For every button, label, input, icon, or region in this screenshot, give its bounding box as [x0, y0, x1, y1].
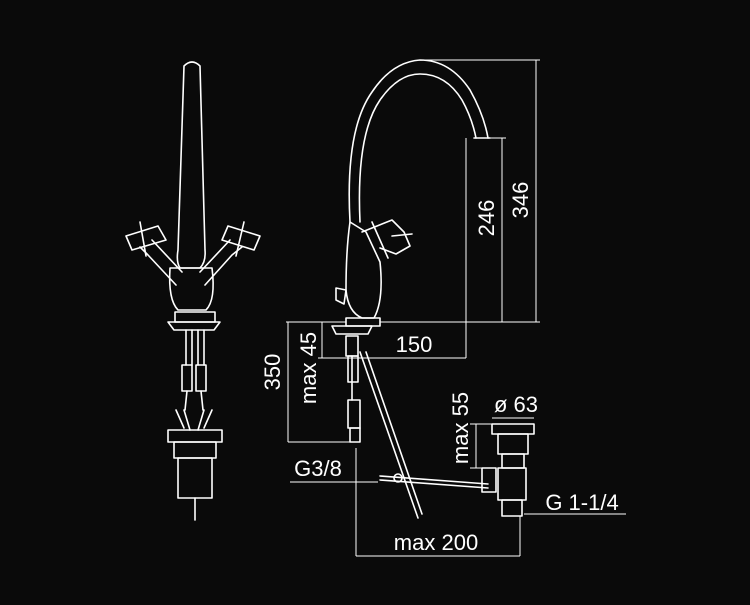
- front-hoses: [185, 329, 205, 366]
- side-gooseneck-outer: [348, 59, 489, 223]
- front-base: [174, 311, 216, 323]
- label-inlet-thread: G3/8: [294, 456, 342, 481]
- front-flange: [167, 321, 221, 331]
- side-rod-pivot: [393, 473, 403, 483]
- side-pop-up-lever: [335, 287, 347, 305]
- label-max-thickness: max 45: [296, 332, 321, 404]
- dimension-lines: [286, 59, 626, 557]
- side-inlet-fitting: [347, 399, 361, 429]
- side-base: [345, 317, 381, 327]
- side-view: [331, 59, 535, 519]
- front-waste-linkage: [175, 409, 213, 431]
- front-waste-body: [177, 457, 213, 499]
- label-spout-height: 246: [474, 200, 499, 237]
- front-waste-neck: [173, 441, 217, 459]
- side-handle: [361, 219, 413, 259]
- label-waste-thread: G 1-1/4: [545, 490, 618, 515]
- front-view: [125, 61, 261, 521]
- label-overall-below: 350: [260, 354, 285, 391]
- front-left-handle: [125, 221, 167, 257]
- side-inlet-thread: [349, 427, 361, 443]
- side-flange: [331, 325, 373, 335]
- front-spout-column: [176, 61, 206, 269]
- dimension-labels: 346 246 150 max 45 350 G3/8 max 55 ø 63 …: [260, 182, 619, 555]
- label-waste-diameter: ø 63: [494, 392, 538, 417]
- side-waste-neck: [497, 433, 529, 455]
- front-right-arm: [199, 239, 243, 286]
- label-spout-reach: 150: [396, 332, 433, 357]
- front-hose-lower: [184, 390, 204, 411]
- side-waste-cap: [491, 423, 535, 435]
- front-hose-fitting-right: [195, 364, 207, 392]
- side-rod: [359, 351, 419, 519]
- front-hose-fitting-left: [181, 364, 193, 392]
- front-waste-top: [167, 429, 223, 443]
- side-waste-tailpiece: [501, 499, 523, 517]
- front-right-handle: [221, 221, 261, 257]
- side-body: [345, 221, 382, 319]
- side-waste-collar: [501, 453, 525, 469]
- side-hose-fitting: [347, 355, 359, 383]
- side-fixing-stud: [345, 335, 359, 357]
- label-total-height: 346: [508, 182, 533, 219]
- front-body: [168, 267, 214, 311]
- label-max-rod: max 200: [394, 530, 478, 555]
- side-gooseneck-inner: [358, 73, 477, 223]
- label-max-thickness-waste: max 55: [448, 392, 473, 464]
- side-waste-body: [497, 467, 527, 501]
- front-left-arm: [139, 239, 183, 286]
- side-rod-edge: [365, 351, 423, 515]
